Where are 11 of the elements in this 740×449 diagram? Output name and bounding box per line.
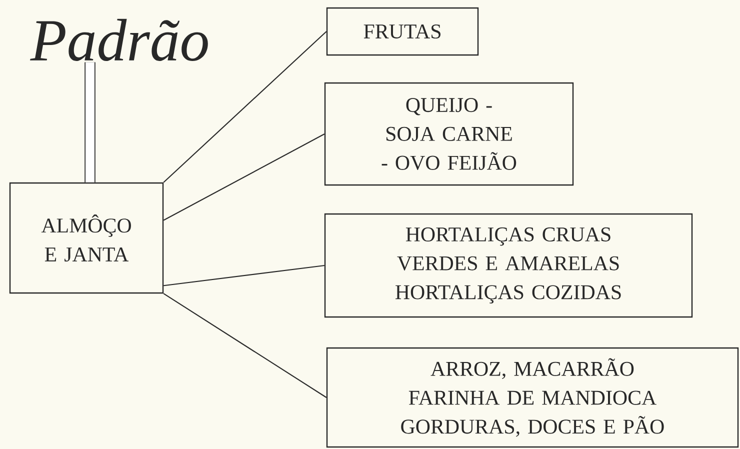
connector-line <box>84 62 96 182</box>
connector-line <box>163 293 327 398</box>
food-box: ARROZ, MACARRÃO FARINHA DE MANDIOCA GORDURAS, DOCES E PÃO <box>326 347 739 448</box>
food-box: FRUTAS <box>326 7 479 56</box>
connector-line <box>164 264 324 286</box>
title-text: Padrão <box>30 18 208 62</box>
connector-line <box>163 134 325 221</box>
connector-line <box>163 31 327 183</box>
food-box: HORTALIÇAS CRUAS VERDES E AMARELAS HORTALIÇAS COZIDAS <box>324 213 693 318</box>
food-box: ALMÔÇO E JANTA <box>9 182 164 294</box>
food-box: QUEIJO - SOJA CARNE - OVO FEIJÃO <box>324 82 574 186</box>
